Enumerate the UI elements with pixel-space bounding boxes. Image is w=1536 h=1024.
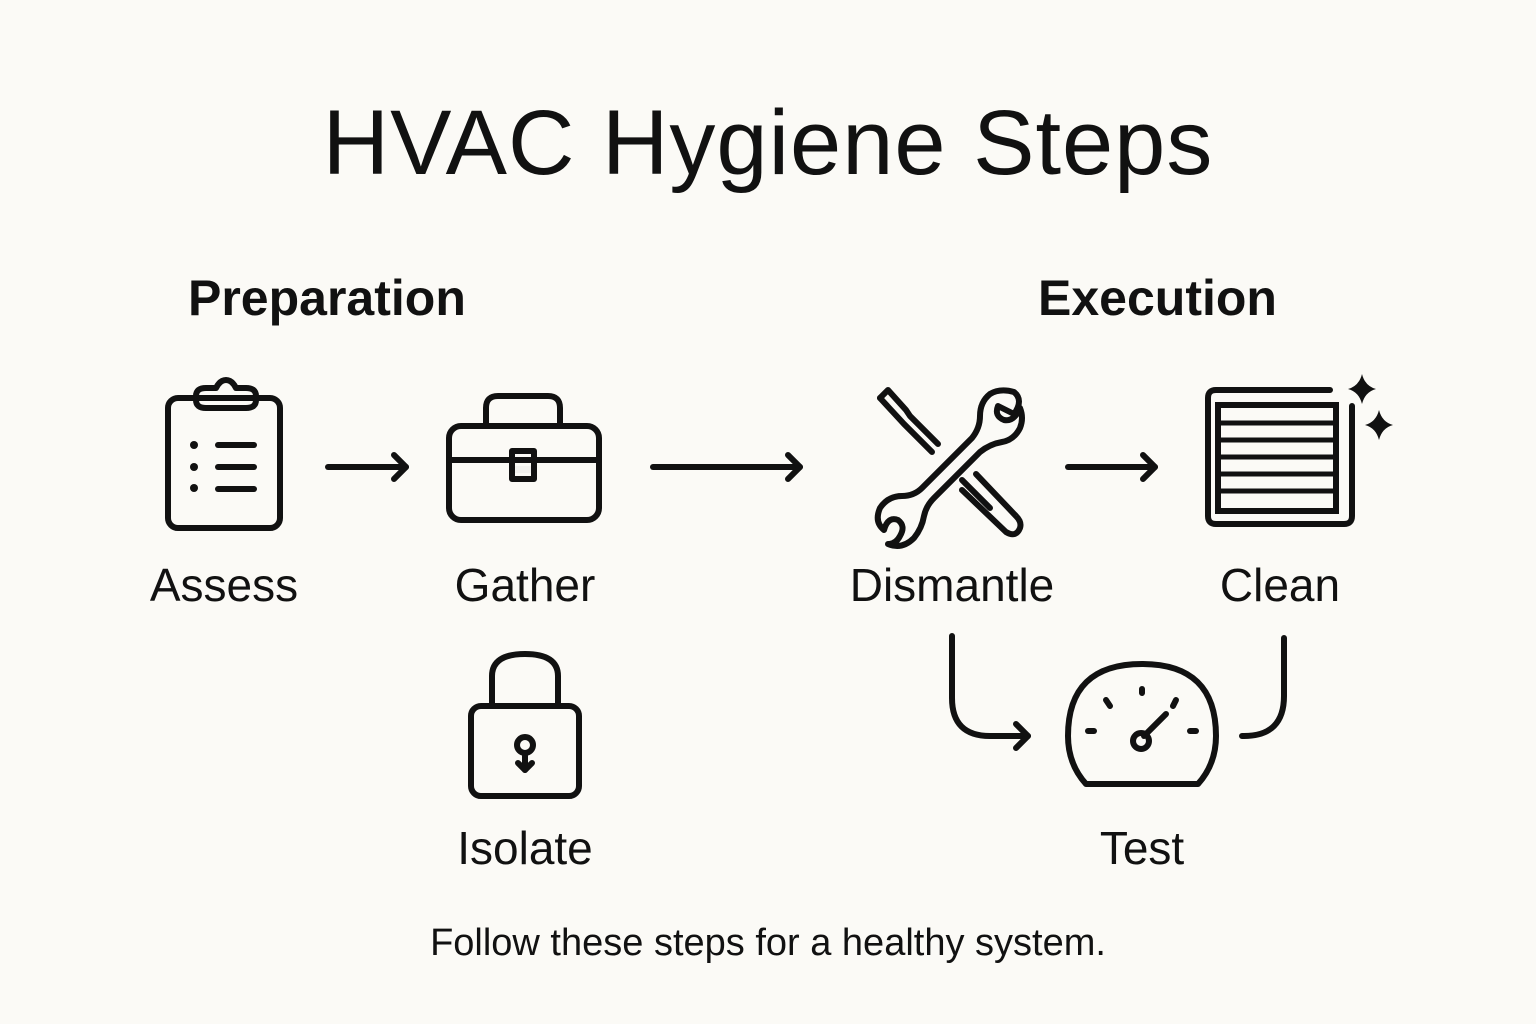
- gauge-icon: [1065, 661, 1219, 787]
- sparkling-vent-icon: [1205, 374, 1393, 527]
- arrow-dismantle-to-clean: [1065, 452, 1158, 482]
- section-heading-execution: Execution: [1038, 270, 1277, 326]
- diagram-title: HVAC Hygiene Steps: [322, 92, 1214, 194]
- wrench-screwdriver-icon: [874, 387, 1025, 549]
- caption: Follow these steps for a healthy system.: [430, 922, 1106, 964]
- clipboard-icon: [165, 377, 283, 531]
- section-heading-preparation: Preparation: [188, 270, 466, 326]
- step-label-dismantle: Dismantle: [849, 559, 1055, 611]
- toolbox-icon: [446, 393, 602, 523]
- padlock-icon: [468, 651, 582, 799]
- step-label-gather: Gather: [454, 559, 596, 611]
- step-label-isolate: Isolate: [457, 822, 593, 874]
- arrow-dismantle-to-test: [949, 633, 1031, 751]
- step-label-test: Test: [1099, 822, 1185, 874]
- arrow-assess-to-gather: [325, 452, 409, 482]
- connector-clean-to-test: [1239, 635, 1287, 739]
- arrow-gather-to-dismantle: [650, 452, 803, 482]
- step-label-assess: Assess: [149, 559, 299, 611]
- step-label-clean: Clean: [1219, 559, 1341, 611]
